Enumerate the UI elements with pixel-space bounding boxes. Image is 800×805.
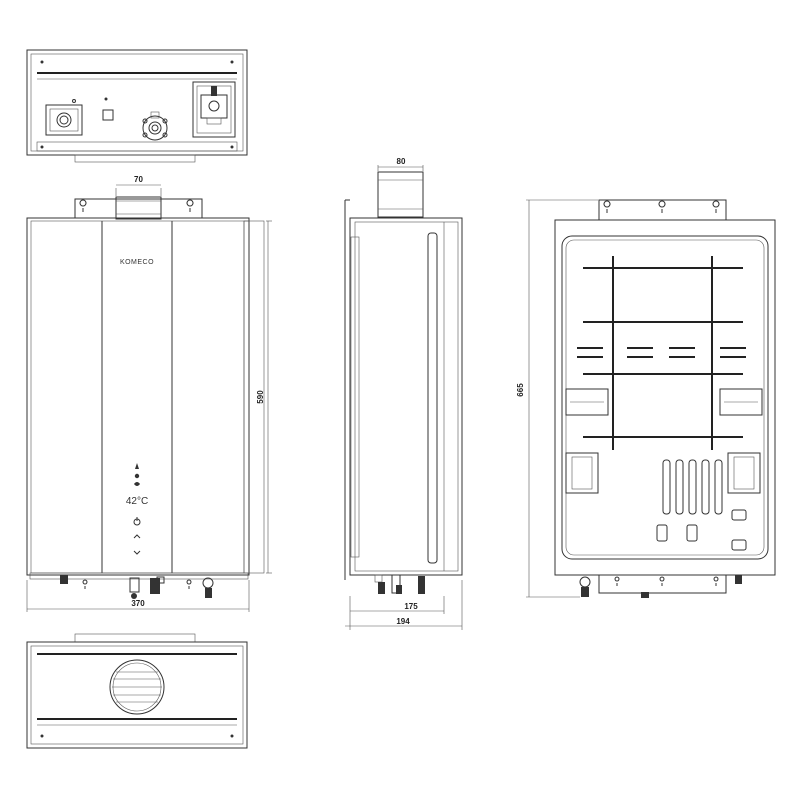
- dim-depth-total: 194: [396, 617, 410, 626]
- back-view: 665: [516, 199, 776, 598]
- dim-flue-width-front: 70: [134, 175, 143, 184]
- dim-unit-width: 370: [131, 599, 145, 608]
- bottom-view: [26, 633, 248, 749]
- dim-depth-inner: 175: [404, 602, 418, 611]
- chevron-down-icon: [133, 550, 141, 555]
- dim-flue-width-side: 80: [397, 157, 406, 166]
- flue-opening: [109, 659, 165, 715]
- water-drop-icon: [134, 473, 140, 479]
- dim-total-height: 665: [516, 383, 525, 397]
- temperature-display: 42°C: [126, 496, 148, 507]
- top-view: [26, 49, 248, 163]
- front-view: 70 KOMECO 42°C: [26, 175, 272, 612]
- shower-icon: [134, 482, 140, 486]
- brand-logo-text: KOMECO: [120, 259, 154, 266]
- flame-icon: [135, 463, 139, 469]
- side-view: 80 175 194: [344, 157, 463, 630]
- dim-unit-height: 590: [256, 390, 265, 404]
- chevron-up-icon: [133, 534, 141, 539]
